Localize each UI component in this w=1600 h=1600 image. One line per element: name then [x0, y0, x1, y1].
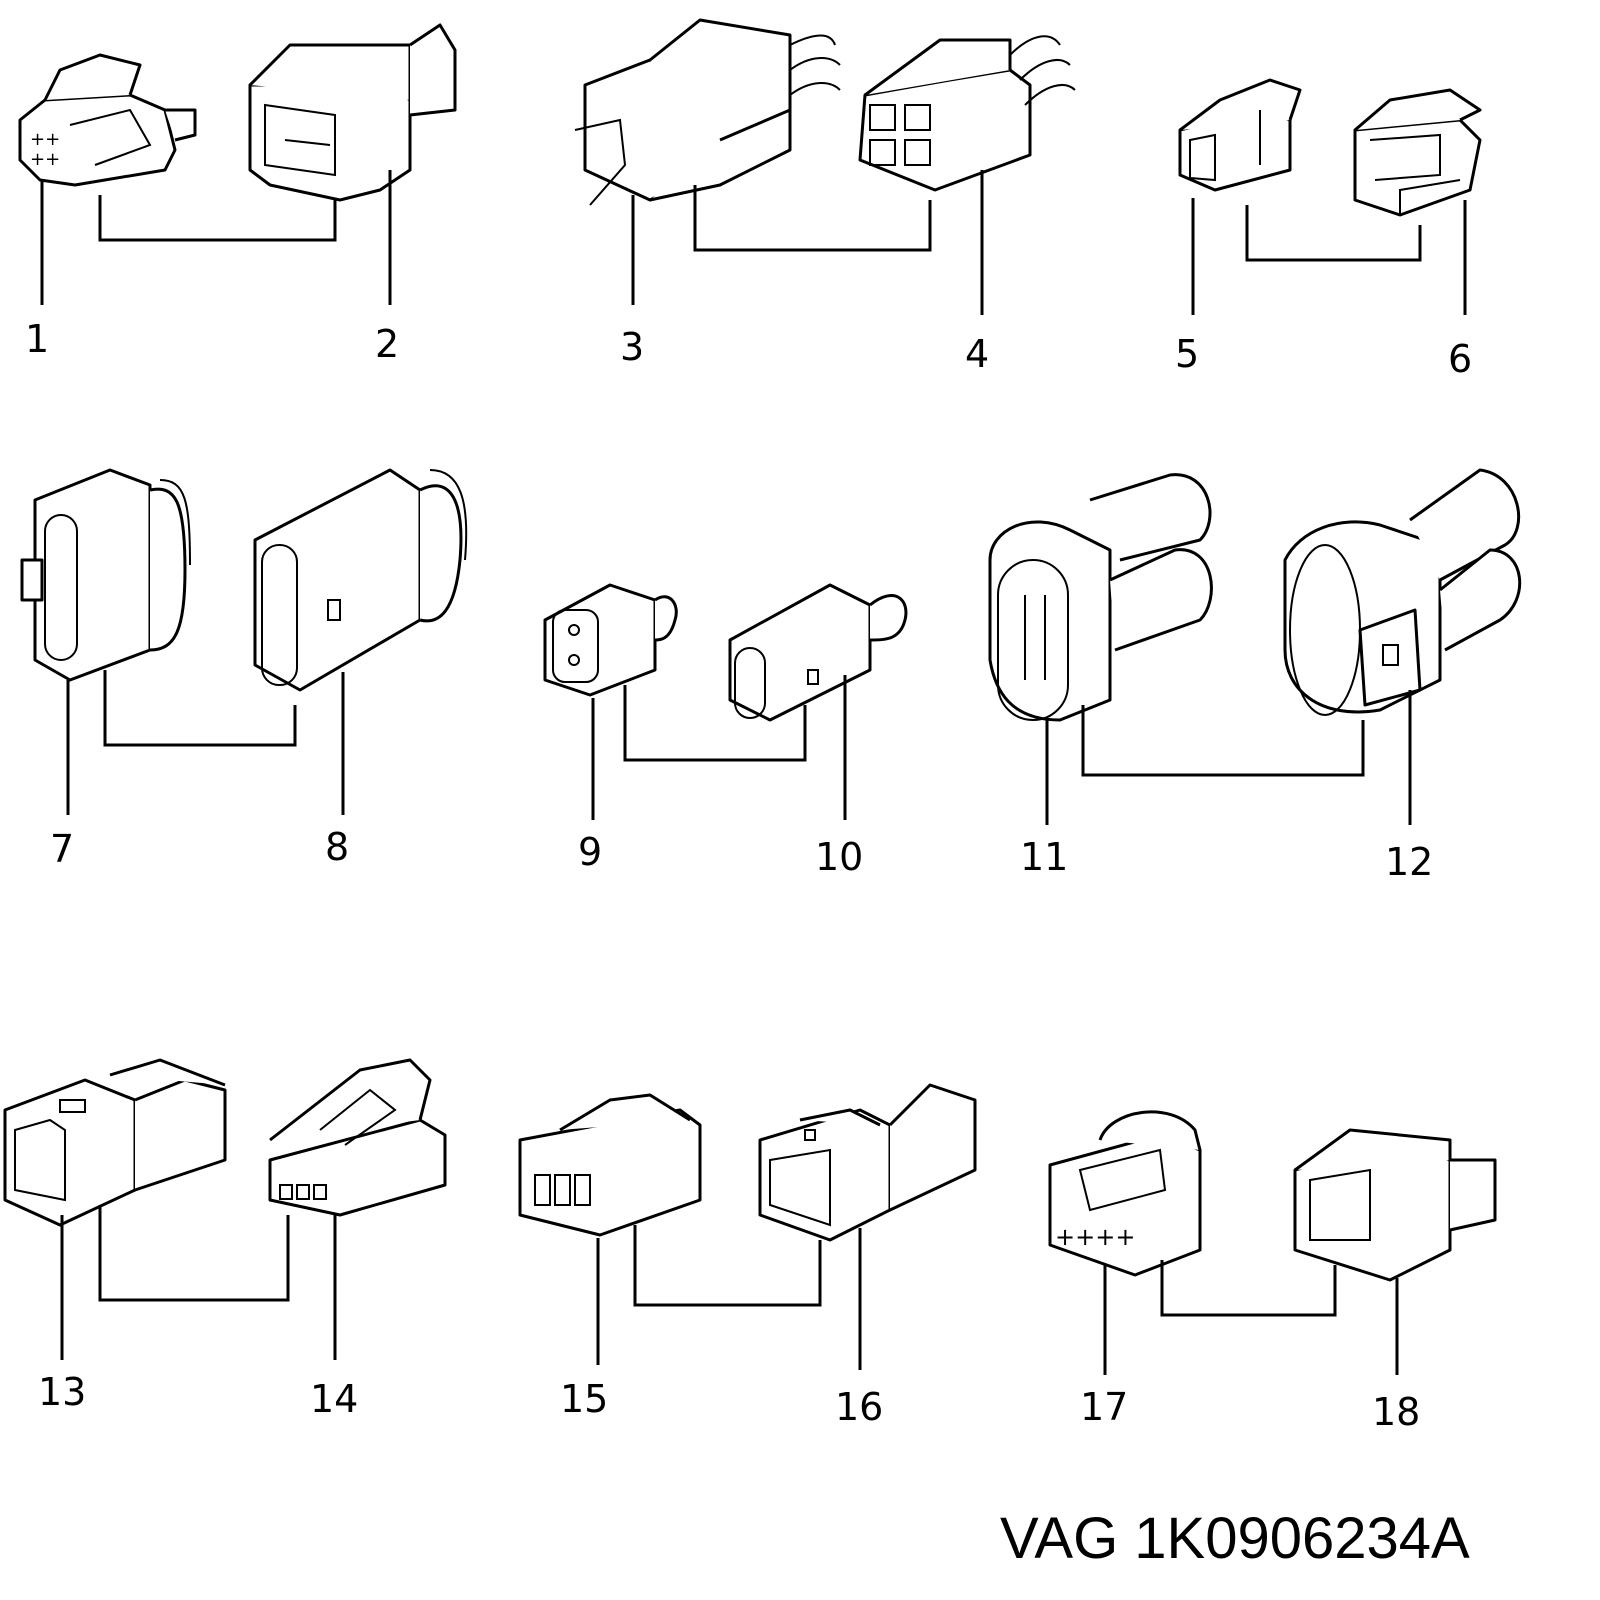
part-label-5: 5: [1175, 332, 1199, 376]
part-label-16: 16: [835, 1385, 883, 1429]
part-label-17: 17: [1080, 1385, 1128, 1429]
part-label-14: 14: [310, 1377, 358, 1421]
part-label-1: 1: [25, 317, 49, 361]
connector-16-drawing: [758, 1083, 977, 1242]
connector-4-drawing: [858, 35, 1076, 192]
connector-5-drawing: [1178, 78, 1302, 192]
svg-text:++: ++: [30, 149, 60, 170]
connector-1-drawing: ++ ++: [18, 53, 197, 187]
connector-11-drawing: [988, 473, 1213, 722]
connector-14-drawing: [268, 1058, 447, 1217]
part-label-6: 6: [1448, 337, 1472, 381]
svg-text:++++: ++++: [1055, 1223, 1135, 1251]
connector-18-drawing: [1293, 1128, 1497, 1282]
part-label-9: 9: [578, 830, 602, 874]
leader-lines-row3: [60, 1205, 1399, 1375]
part-label-7: 7: [50, 827, 74, 871]
connector-2-drawing: [248, 23, 457, 202]
connector-8-drawing: [253, 468, 468, 692]
part-label-15: 15: [560, 1377, 608, 1421]
connector-15-drawing: [518, 1093, 702, 1237]
leader-lines-row2: [66, 670, 1412, 825]
part-label-2: 2: [375, 322, 399, 366]
svg-text:++: ++: [30, 129, 60, 150]
part-label-3: 3: [620, 325, 644, 369]
part-code-title: VAG 1K0906234A: [1000, 1506, 1470, 1571]
connector-10-drawing: [728, 583, 908, 722]
connector-12-drawing: [1283, 468, 1522, 716]
connector-9-drawing: [543, 583, 678, 697]
part-label-12: 12: [1385, 840, 1433, 884]
part-label-18: 18: [1372, 1390, 1420, 1434]
connector-13-drawing: [3, 1058, 227, 1227]
part-label-10: 10: [815, 835, 863, 879]
connector-3-drawing: [574, 18, 841, 206]
part-label-13: 13: [38, 1370, 86, 1414]
part-label-4: 4: [965, 332, 989, 376]
connector-6-drawing: [1353, 88, 1482, 217]
connector-7-drawing: [20, 468, 191, 682]
part-label-11: 11: [1020, 835, 1068, 879]
connector-17-drawing: ++++: [1048, 1110, 1202, 1277]
part-label-8: 8: [325, 825, 349, 869]
leader-lines-row1: [40, 170, 1467, 315]
